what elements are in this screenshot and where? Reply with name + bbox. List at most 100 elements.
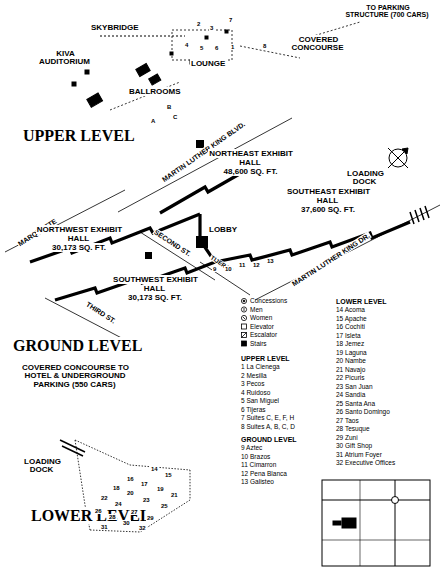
label-text: 10 <box>224 266 233 272</box>
label-text: 28 <box>108 514 117 520</box>
label-text: 26 Santo Domingo <box>335 408 391 415</box>
label-text: 25 Santa Ana <box>335 400 376 407</box>
label-text: 18 Jemez <box>335 340 365 347</box>
map-label: COVERED CONCOURSE TO HOTEL & UNDERGROUND… <box>20 364 130 389</box>
label-text: UPPER LEVEL <box>22 127 136 144</box>
map-label: 1 <box>230 44 235 50</box>
map-label: UPPER LEVEL <box>240 355 291 362</box>
map-label: 14 <box>150 466 159 472</box>
label-text: 22 <box>100 495 109 501</box>
loading-dock <box>410 206 429 224</box>
map-label: 4 <box>184 42 189 48</box>
label-text: SECOND ST. <box>152 228 193 258</box>
legend-symbols <box>241 298 246 346</box>
legend-entry: Women <box>250 315 272 322</box>
label-text: 19 Laguna <box>335 349 368 356</box>
label-text: 7 Suites C, E, F, H <box>240 414 295 421</box>
label-text: 30 Gift Shop <box>335 442 373 449</box>
label-text: 16 Cochiti <box>335 323 366 330</box>
label-text: 9 <box>212 266 217 272</box>
map-label: 18 <box>112 485 121 491</box>
label-text: 31 <box>100 524 109 530</box>
label-text: 13 Galisteo <box>240 478 275 485</box>
map-label: KIVA AUDITORIUM <box>30 50 100 67</box>
map-label: 28 <box>108 514 117 520</box>
map-label: 10 Brazos <box>240 454 271 461</box>
label-text: LOADING DOCK <box>346 169 384 186</box>
map-label: LOADING DOCK <box>335 170 395 187</box>
label-text: 8 <box>262 43 267 49</box>
legend-entry: Stairs <box>250 341 267 348</box>
label-text: 29 Zuni <box>335 434 359 441</box>
label-text: LOWER LEVEL <box>335 298 388 305</box>
map-label: 6 <box>214 45 219 51</box>
map-label: TO PARKING STRUCTURE (700 CARS) <box>345 4 430 19</box>
map-label: BALLROOMS <box>128 88 182 96</box>
map-label: 1 La Cienega <box>240 364 281 371</box>
map-label: 16 <box>126 476 135 482</box>
map-label: 10 <box>224 266 233 272</box>
map-label: 30 <box>122 520 131 526</box>
hall-text: 30,173 SQ. FT. <box>34 244 124 253</box>
label-text: 29 <box>146 515 155 521</box>
inset-map <box>322 480 430 566</box>
label-text: 6 Tijeras <box>240 406 267 413</box>
hall-text: 48,600 SQ. FT. <box>198 168 303 177</box>
label-text: 25 <box>160 503 169 509</box>
label-text: MARTIN LUTHER KING DR. <box>290 231 372 288</box>
label-text: 2 Mesilla <box>240 372 268 379</box>
map-label: 27 <box>130 509 139 515</box>
map-label: 30 Gift Shop <box>335 443 373 450</box>
label-text: 17 Isleta <box>335 332 362 339</box>
hall-text: LOBBY <box>203 226 243 235</box>
map-label: 15 Apache <box>335 316 368 323</box>
map-label: 12 <box>252 262 261 268</box>
legend-entry: Escalator <box>250 332 277 339</box>
upper-level <box>72 22 360 110</box>
label-text: 12 <box>252 262 261 268</box>
label-text: TO PARKING STRUCTURE (700 CARS) <box>345 4 429 18</box>
label-text: 1 La Cienega <box>240 363 281 370</box>
map-label: 32 Executive Offices <box>335 460 396 467</box>
map-label: 17 Isleta <box>335 333 362 340</box>
label-text: 15 <box>164 472 173 478</box>
hall-text: 37,600 SQ. FT. <box>278 206 378 215</box>
hall-text: 30,173 SQ. FT. <box>110 294 200 303</box>
label-text: 31 Atrium Foyer <box>335 451 383 458</box>
hall-text: NORTHEAST EXHIBIT HALL <box>198 150 303 168</box>
label-text: 22 Picuris <box>335 374 366 381</box>
label-text: 2 <box>196 21 201 27</box>
map-label: LOUNGE <box>190 60 226 68</box>
label-text: 8 Suites A, B, C, D <box>240 423 296 430</box>
label-text: LOADING DOCK <box>23 457 61 474</box>
label-text: B <box>166 104 172 110</box>
map-label: 2 Mesilla <box>240 373 268 380</box>
label-text: 32 <box>138 525 147 531</box>
map-label: 8 Suites A, B, C, D <box>240 424 296 431</box>
hall-text-run: NORTHWEST EXHIBIT HALL <box>36 225 122 243</box>
street-lines <box>5 118 440 345</box>
map-label: 3 Pecos <box>240 381 266 388</box>
map-label: 20 Nambe <box>335 358 367 365</box>
map-label: 5 San Miguel <box>240 398 280 405</box>
label-text: 20 <box>126 490 135 496</box>
label-text: 4 <box>184 42 189 48</box>
label-text: 28 Tesuque <box>335 425 371 432</box>
label-text: 9 Aztec <box>240 444 263 451</box>
map-label: 21 <box>170 492 179 498</box>
map-label: 20 <box>126 490 135 496</box>
map-label: 23 San Juan <box>335 384 374 391</box>
label-text: 19 <box>156 486 165 492</box>
label-text: SKYBRIDGE <box>90 23 140 32</box>
map-label: 5 <box>199 45 204 51</box>
hall-text-run: NORTHEAST EXHIBIT HALL <box>208 149 293 167</box>
hall-text: SOUTHWEST EXHIBIT HALL <box>110 276 200 294</box>
label-text: 16 <box>126 476 135 482</box>
hall-text-run: 30,173 SQ. FT. <box>51 243 107 252</box>
hall-text: SOUTHEAST EXHIBIT HALL <box>278 188 378 206</box>
label-text: C <box>172 114 178 120</box>
map-label: 24 <box>114 501 123 507</box>
map-label: 13 Galisteo <box>240 479 275 486</box>
map-label: THIRD ST. <box>84 300 118 325</box>
label-text: 24 <box>114 501 123 507</box>
